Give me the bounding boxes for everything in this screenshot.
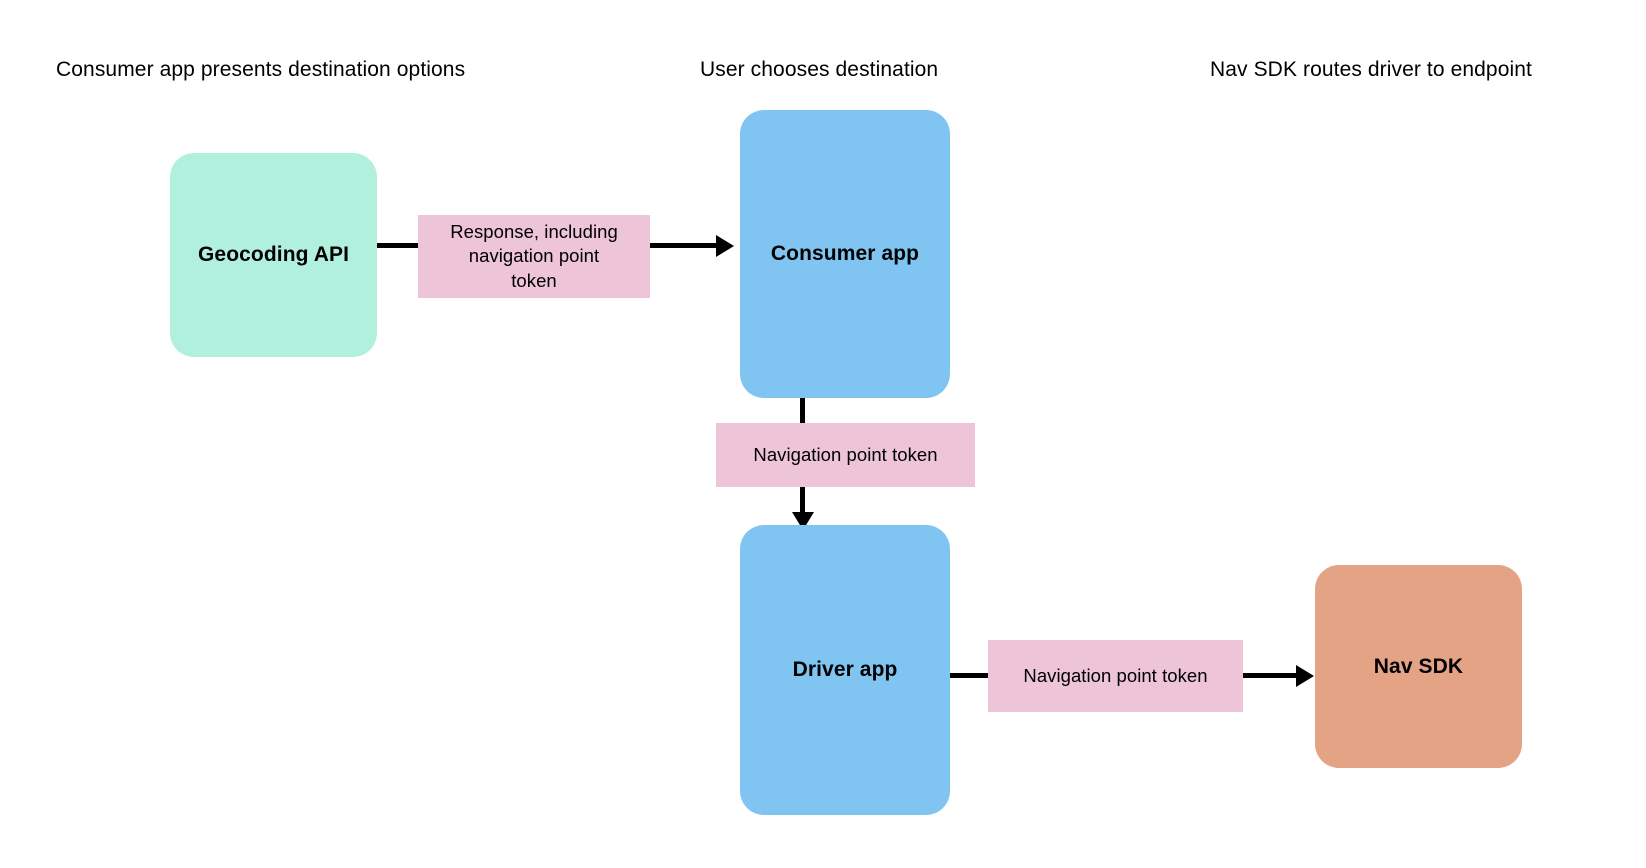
column-header-nav-sdk: Nav SDK routes driver to endpoint: [1210, 58, 1532, 81]
edge-label-line-1: Response, including: [450, 221, 618, 243]
connector-consumer-app-to-label: [800, 394, 805, 427]
arrowhead-right-icon-nav-sdk: [1296, 665, 1314, 687]
edge-label-driver-to-navsdk-token-text: Navigation point token: [1023, 664, 1208, 686]
edge-label-line-3: token: [511, 269, 557, 291]
arrowhead-right-icon-consumer-app: [716, 235, 734, 257]
node-geocoding-api[interactable]: Geocoding API: [170, 153, 377, 357]
node-nav-sdk-label: Nav SDK: [1373, 654, 1464, 678]
node-driver-app-label: Driver app: [792, 658, 898, 681]
node-consumer-app[interactable]: Consumer app: [740, 110, 950, 398]
column-header-consumer-app: Consumer app presents destination option…: [56, 58, 466, 81]
edge-label-consumer-to-driver-token-text: Navigation point token: [753, 443, 938, 465]
connector-label-to-driver-app: [800, 484, 805, 515]
node-nav-sdk[interactable]: Nav SDK: [1315, 565, 1522, 768]
node-driver-app[interactable]: Driver app: [740, 525, 950, 815]
edge-label-consumer-to-driver-token: Navigation point token: [716, 423, 975, 487]
connector-label-to-nav-sdk: [1240, 673, 1300, 678]
edge-label-line-2: navigation point: [468, 245, 600, 267]
connector-driver-app-to-label: [946, 673, 992, 678]
column-header-user-choice: User chooses destination: [700, 58, 939, 81]
connector-label-to-consumer-app: [648, 243, 720, 248]
node-consumer-app-label: Consumer app: [770, 242, 920, 265]
edge-label-driver-to-navsdk-token: Navigation point token: [988, 640, 1243, 712]
node-geocoding-api-label: Geocoding API: [197, 243, 350, 266]
connector-geocoding-to-label: [373, 243, 421, 248]
